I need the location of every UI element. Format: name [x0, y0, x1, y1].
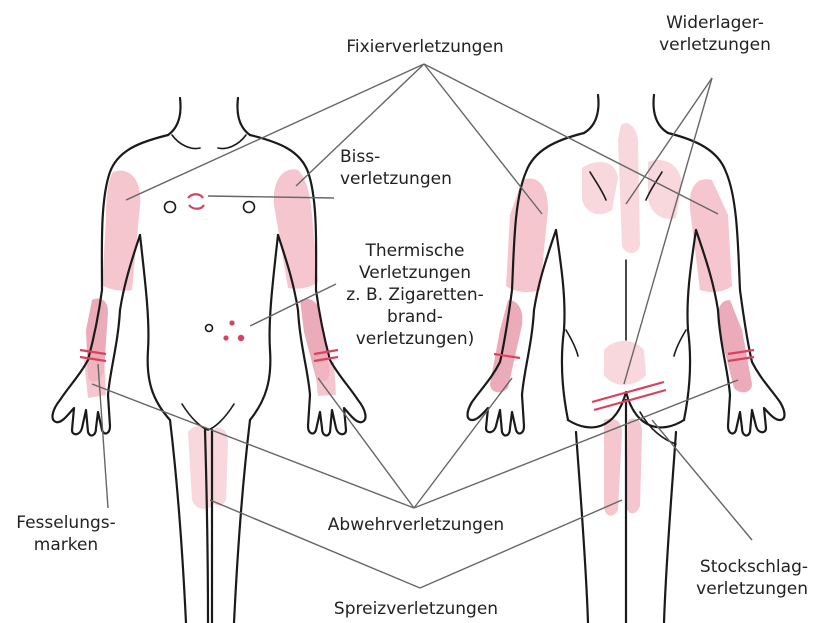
burn-mark-2	[223, 335, 228, 340]
label-widerlagerverletzungen: Widerlager- verletzungen	[640, 12, 790, 56]
back-right-forearm-zone	[490, 300, 522, 392]
front-clavicles	[172, 135, 246, 148]
front-navel	[206, 325, 213, 332]
label-fesselungsmarken: Fesselungs- marken	[8, 512, 124, 556]
label-stockschlag-line2: verletzungen	[680, 578, 808, 600]
leader-biss	[208, 196, 334, 198]
burn-mark-1	[229, 320, 234, 325]
front-torso	[140, 235, 278, 420]
label-biss-line2: verletzungen	[340, 168, 452, 190]
leader-fixier-4	[424, 64, 718, 214]
label-biss-line1: Biss-	[340, 146, 452, 168]
label-thermische-verletzungen: Thermische Verletzungen z. B. Zigaretten…	[340, 240, 490, 350]
label-stockschlagverletzungen: Stockschlag- verletzungen	[680, 556, 808, 600]
label-widerlager-line1: Widerlager-	[640, 12, 790, 34]
label-fixierverletzungen: Fixierverletzungen	[330, 36, 520, 58]
front-neck	[168, 98, 250, 135]
front-right-upper-arm-zone	[102, 171, 140, 291]
label-thermisch-line2: Verletzungen	[340, 262, 490, 284]
label-fesselung-line1: Fesselungs-	[8, 512, 124, 534]
label-thermisch-line3: z. B. Zigaretten-	[340, 284, 490, 306]
front-groin	[182, 404, 234, 430]
label-thermisch-line5: verletzungen)	[340, 328, 490, 350]
label-stockschlag-line1: Stockschlag-	[680, 556, 808, 578]
back-figure	[468, 95, 785, 623]
front-nipple-right	[165, 202, 176, 213]
leader-abwehr-2	[318, 378, 414, 508]
label-abwehrverletzungen: Abwehrverletzungen	[316, 514, 516, 536]
label-thermisch-line1: Thermische	[340, 240, 490, 262]
front-nipple-left	[244, 202, 255, 213]
stick-strike-marks	[592, 382, 666, 410]
label-widerlager-line2: verletzungen	[640, 34, 790, 56]
back-legs	[576, 400, 676, 623]
back-left-thigh-zone	[626, 419, 642, 514]
label-spreizverletzungen: Spreizverletzungen	[316, 598, 516, 620]
leader-fixier-3	[424, 64, 542, 214]
leader-stockschlag	[652, 420, 752, 540]
bite-mark	[188, 194, 204, 209]
leader-abwehr-1	[92, 384, 414, 508]
label-thermisch-line4: brand-	[340, 306, 490, 328]
back-left-shoulder-blade-zone	[648, 160, 682, 219]
burn-mark-3	[238, 335, 244, 341]
front-right-wrist-zone	[84, 358, 106, 398]
label-bissverletzungen: Biss- verletzungen	[340, 146, 452, 190]
label-fesselung-line2: marken	[8, 534, 124, 556]
